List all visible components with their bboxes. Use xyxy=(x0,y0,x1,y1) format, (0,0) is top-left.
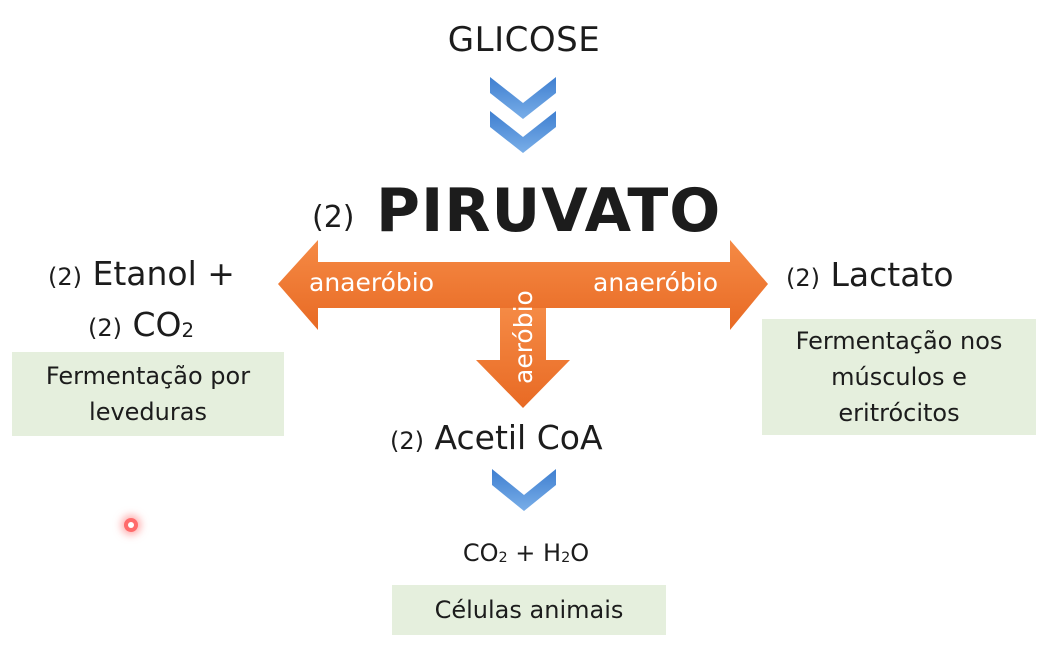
ethanol-label: (2) Etanol + xyxy=(48,254,235,293)
arrow-label-anaerobic-right: anaeróbio xyxy=(593,268,718,297)
pyruvate-label: PIRUVATO xyxy=(376,176,722,246)
pyruvate-coefficient: (2) xyxy=(312,200,355,235)
box-line: músculos e xyxy=(831,363,967,391)
arrow-label-aerobic: aeróbio xyxy=(509,290,538,384)
acetyl-coa-name: Acetil CoA xyxy=(434,418,603,457)
final-products-label: CO2 + H2O xyxy=(462,539,590,567)
ethanol-name: Etanol + xyxy=(92,254,235,293)
chevron-down-icon xyxy=(492,469,556,511)
pointer-dot-icon xyxy=(124,518,138,532)
co2-coefficient: (2) xyxy=(88,314,122,342)
lactate-name: Lactato xyxy=(830,255,954,294)
box-line: Fermentação por xyxy=(45,362,251,390)
glucose-label: GLICOSE xyxy=(447,20,601,60)
horizontal-double-arrow xyxy=(278,240,768,330)
ethanol-coefficient: (2) xyxy=(48,263,82,291)
muscle-fermentation-box: Fermentação nos músculos e eritrócitos xyxy=(762,319,1036,435)
box-line: leveduras xyxy=(89,398,207,426)
lactate-label: (2) Lactato xyxy=(786,255,954,294)
box-line: Fermentação nos xyxy=(795,327,1003,355)
acetyl-coa-label: (2) Acetil CoA xyxy=(390,418,603,457)
box-line: eritrócitos xyxy=(838,399,960,427)
co2-label: (2) CO2 xyxy=(88,305,194,344)
co2-name: CO2 xyxy=(132,305,195,344)
animal-cells-box: Células animais xyxy=(392,585,666,635)
arrow-label-anaerobic-left: anaeróbio xyxy=(309,268,434,297)
lactate-coefficient: (2) xyxy=(786,264,820,292)
acetyl-coa-coefficient: (2) xyxy=(390,427,424,455)
downward-arrow xyxy=(476,308,570,408)
yeast-fermentation-box: Fermentação por leveduras xyxy=(12,352,284,436)
box-line: Células animais xyxy=(434,596,624,624)
chevron-down-icon xyxy=(490,77,556,153)
